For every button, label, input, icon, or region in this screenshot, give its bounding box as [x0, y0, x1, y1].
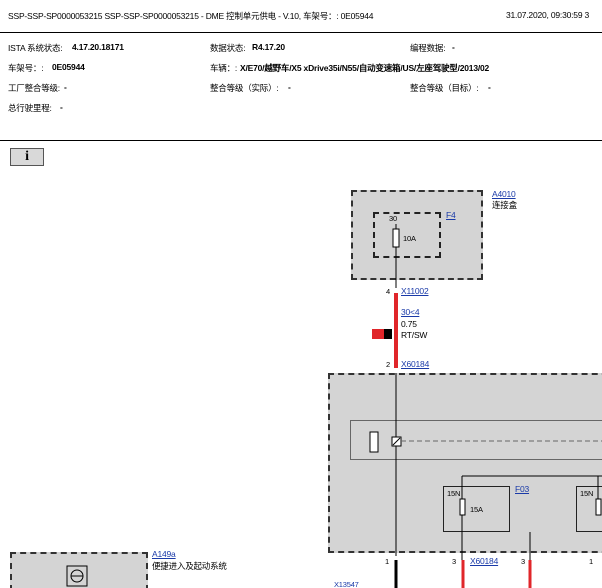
connector-x60184-id[interactable]: X60184 — [401, 359, 430, 369]
connector-x11002-id[interactable]: X11002 — [401, 286, 429, 296]
ista-status-value: 4.17.20.18171 — [72, 42, 124, 52]
programming-data-value: - — [452, 42, 455, 52]
fuse-f4-symbol — [392, 228, 400, 248]
module-a4010-id[interactable]: A4010 — [492, 189, 516, 199]
steering-icon — [66, 565, 88, 587]
bottom-pin-mid: 3 — [452, 557, 456, 566]
mileage-label: 总行驶里程: — [8, 103, 52, 113]
fuse-f03-id[interactable]: F03 — [515, 484, 530, 494]
vehicle-value: X/E70/越野车/X5 xDrive35i/N55/自动变速箱/US/左座驾驶… — [240, 63, 490, 73]
programming-data-label: 编程数据: — [410, 43, 446, 53]
page-header: SSP-SSP-SP0000053215 SSP-SSP-SP000005321… — [0, 0, 602, 30]
fuse-f03-rating: 15A — [470, 505, 483, 514]
wire-size: 0.75 — [401, 319, 417, 329]
mileage-value: - — [60, 102, 63, 112]
data-status-value: R4.17.20 — [252, 42, 285, 52]
bottom-pin-left: 1 — [385, 557, 389, 566]
data-status-label: 数据状态: — [210, 43, 246, 53]
wire-color-code: RT/SW — [401, 330, 428, 340]
module-a4010-name: 连接盒 — [492, 200, 517, 210]
info-divider — [0, 140, 602, 141]
bottom-pin-right-b: 1 — [589, 557, 593, 566]
fuse-f03-pin: 15N — [447, 489, 461, 498]
target-level-label: 整合等级（目标）: — [410, 83, 479, 93]
fuse-f4-rating: 10A — [403, 234, 416, 243]
document-title: SSP-SSP-SP0000053215 SSP-SSP-SP000005321… — [8, 11, 374, 21]
wire-color-red — [372, 329, 384, 339]
fuse-f4-pin: 30 — [389, 214, 397, 223]
module-a149a-name: 便捷进入及起动系统 — [152, 561, 227, 571]
vehicle-label: 车辆：: — [210, 63, 238, 73]
fuse-right-pin: 15N — [580, 489, 594, 498]
bottom-pin-right-a: 3 — [521, 557, 525, 566]
connector-x13547-id[interactable]: X13547 — [334, 580, 359, 588]
wire-id[interactable]: 30<4 — [401, 307, 420, 317]
factory-level-label: 工厂整合等级: — [8, 83, 60, 93]
info-button[interactable]: i — [10, 148, 44, 166]
vin-value: 0E05944 — [52, 62, 85, 72]
document-datetime: 31.07.2020, 09:30:59 3 — [506, 10, 590, 20]
connector-x11002-pin: 4 — [386, 287, 390, 296]
relay-box — [350, 420, 602, 460]
fuse-right-symbol — [595, 498, 602, 516]
target-level-value: - — [488, 82, 491, 92]
vin-label: 车架号：: — [8, 63, 44, 73]
actual-level-value: - — [288, 82, 291, 92]
relay-coil — [369, 431, 379, 453]
ista-status-label: ISTA 系统状态: — [8, 43, 63, 53]
factory-level-value: - — [64, 82, 67, 92]
connector-x60184-bottom-id[interactable]: X60184 — [470, 556, 499, 566]
header-divider — [0, 32, 602, 33]
fuse-f03-symbol — [459, 498, 466, 516]
module-a149a-id[interactable]: A149a — [152, 549, 176, 559]
fuse-f4-id[interactable]: F4 — [446, 210, 456, 220]
connector-x60184-pin: 2 — [386, 360, 390, 369]
wire-color-black — [384, 329, 392, 339]
actual-level-label: 整合等级（实际）: — [210, 83, 279, 93]
fuse-f4-box — [373, 212, 441, 258]
fuse-f03-box — [443, 486, 510, 532]
